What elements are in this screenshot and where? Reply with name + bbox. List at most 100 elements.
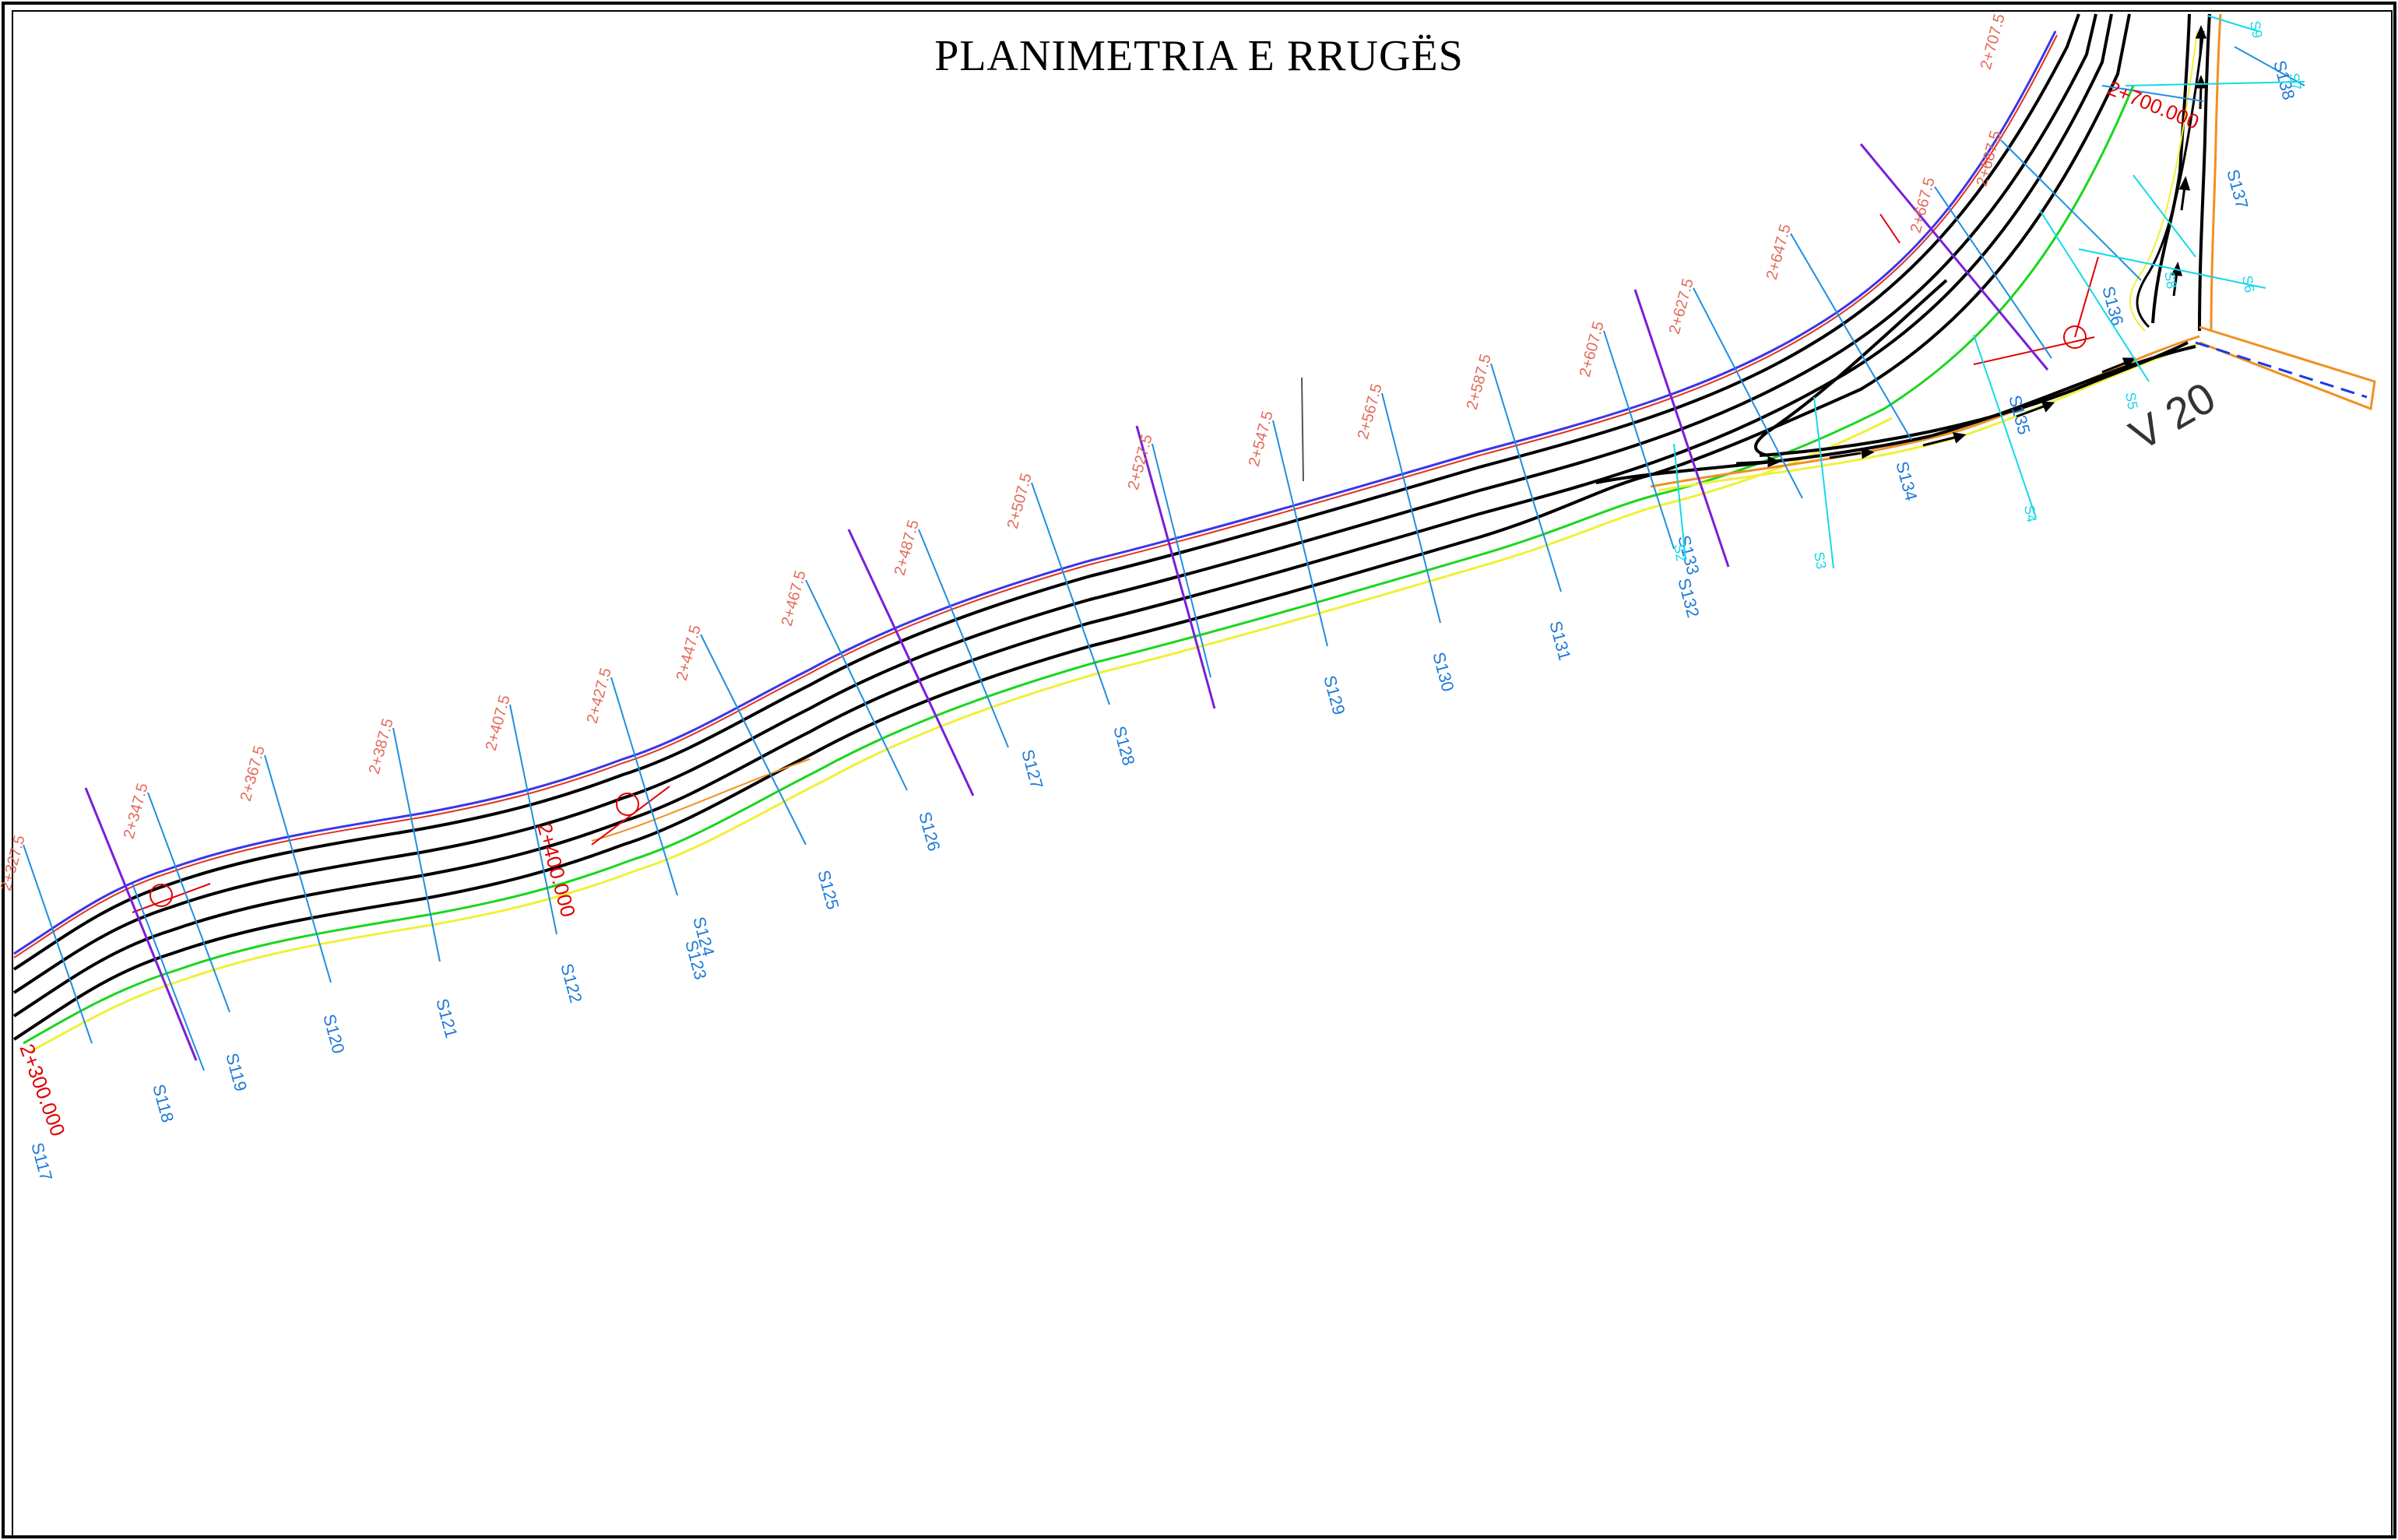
branch-section-label: S2 <box>1671 543 1690 562</box>
section-id-label: S135 <box>2005 393 2034 437</box>
km-marker-label: 2+400.000 <box>533 821 580 919</box>
section-id-label: S131 <box>1545 619 1574 663</box>
section-id-label: S122 <box>557 962 585 1005</box>
branch-section-label: S9 <box>2247 19 2266 39</box>
section-line <box>1031 482 1110 705</box>
chainage-label: 2+447.5 <box>673 624 705 683</box>
ramp-nose <box>2136 30 2205 329</box>
cross-sections: S1172+327.5S118S1192+347.5S1202+367.5S12… <box>0 12 2305 1183</box>
section-id-label: S128 <box>1109 724 1138 768</box>
branch-edge-upper <box>1754 279 1948 457</box>
chainage-label: 2+427.5 <box>584 666 615 726</box>
section-id-label: S117 <box>27 1141 56 1183</box>
section-line <box>509 704 557 935</box>
chainage-label: 2+587.5 <box>1464 353 1495 412</box>
direction-arrows <box>1735 25 2207 468</box>
section-id-label: S132 <box>1674 576 1703 620</box>
branch-section-label: S3 <box>1811 550 1830 570</box>
section-line <box>1790 233 1912 441</box>
road-edge-left <box>12 13 2080 971</box>
left-offset-red <box>13 34 2058 958</box>
section-id-label: S120 <box>319 1012 348 1056</box>
branch-edge-lower <box>1595 345 2196 484</box>
section-line <box>1272 420 1328 647</box>
ramp-orange <box>2210 13 2222 332</box>
section-id-label: S134 <box>1892 459 1921 503</box>
chainage-label: 2+387.5 <box>366 717 397 776</box>
ramp-nose-yellow <box>2129 30 2198 332</box>
right-offset-orange-left <box>591 758 810 842</box>
right-offset-green <box>23 85 2135 1045</box>
branch-section-line <box>1673 443 1686 561</box>
branch-section-line <box>2206 15 2259 32</box>
section-line <box>147 792 230 1013</box>
branch-section-line <box>2133 174 2196 258</box>
section-line <box>918 529 1009 748</box>
side-road-outline <box>2199 325 2376 411</box>
section-line <box>2101 85 2204 102</box>
branch-section-label: S4 <box>2021 504 2040 523</box>
section-line <box>805 579 908 791</box>
section-line <box>1603 330 1675 550</box>
section-line <box>1152 443 1211 678</box>
chainage-label: 2+547.5 <box>1246 410 1277 469</box>
road-edge-right <box>12 13 2131 1041</box>
section-line <box>700 634 807 846</box>
ramp-right-edge <box>2198 13 2211 332</box>
grey-tick <box>1301 377 1304 482</box>
chainage-label: 2+707.5 <box>1978 12 2009 72</box>
chainage-label: 2+487.5 <box>891 519 923 578</box>
chainage-label: 2+347.5 <box>121 782 152 841</box>
section-line <box>23 844 93 1044</box>
section-id-label: S137 <box>2223 167 2252 211</box>
branch-section-line <box>2039 209 2150 382</box>
branch-section-line <box>1813 396 1834 569</box>
section-id-label: S125 <box>814 868 842 912</box>
section-id-label: S136 <box>2098 284 2127 328</box>
branch-section-line <box>2078 248 2266 289</box>
purple-markers <box>84 143 2049 1061</box>
section-id-label: S129 <box>1320 673 1348 717</box>
branch-section-line <box>2125 81 2305 86</box>
inner-border <box>12 10 2393 1538</box>
chainage-label: 2+467.5 <box>779 569 810 628</box>
section-line <box>264 754 332 983</box>
ramp-left-edge <box>2151 13 2191 324</box>
section-line <box>392 727 441 962</box>
chainage-label: 2+607.5 <box>1577 320 1608 379</box>
chainage-label: 2+647.5 <box>1763 223 1795 282</box>
section-id-label: S121 <box>432 997 461 1040</box>
red-markers <box>132 213 2099 913</box>
branch-section-label: S6 <box>2239 274 2258 294</box>
chainage-label: 2+567.5 <box>1355 382 1386 441</box>
left-offset-blue <box>13 30 2057 955</box>
section-line <box>1693 287 1803 499</box>
branch-section-label: S8 <box>2161 270 2180 290</box>
chainage-label: 2+507.5 <box>1004 472 1036 531</box>
branch-section-line <box>1973 334 2037 519</box>
branch-section-label: S5 <box>2122 391 2141 410</box>
section-id-label: S119 <box>222 1051 251 1094</box>
section-id-label: S127 <box>1018 747 1046 791</box>
branch-outer-orange <box>1650 335 2200 488</box>
chainage-label: 2+367.5 <box>237 744 269 803</box>
section-id-label: S118 <box>149 1082 178 1125</box>
road-label: V 20 <box>2122 372 2224 459</box>
chainage-label: 2+627.5 <box>1666 277 1697 336</box>
side-road-axis <box>2195 341 2368 399</box>
section-line <box>1490 363 1562 592</box>
section-line <box>610 677 678 896</box>
branch-section-label: S7 <box>2286 72 2305 91</box>
section-line <box>1934 186 2052 359</box>
right-offset-yellow <box>30 417 1893 1053</box>
chainage-label: 2+407.5 <box>483 694 514 753</box>
section-line <box>132 883 205 1071</box>
section-id-label: S130 <box>1429 650 1457 694</box>
section-line <box>2234 46 2305 86</box>
km-marker-label: 2+300.000 <box>15 1041 69 1139</box>
